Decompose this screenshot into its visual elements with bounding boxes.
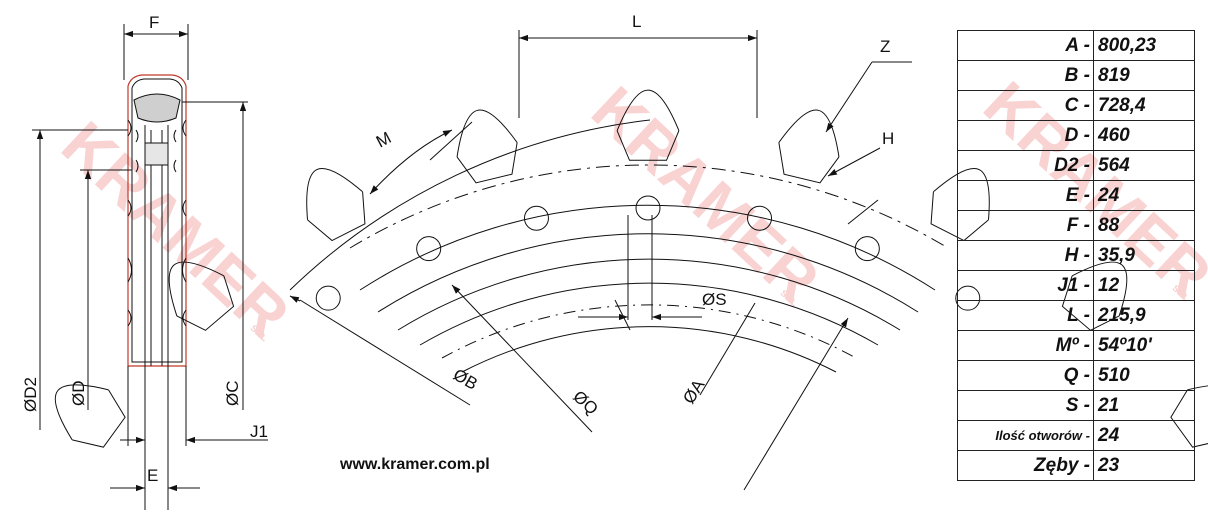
spec-key: A - [957,30,1094,61]
label-A: ØA [679,376,708,407]
spec-row: A -800,23 [957,30,1195,61]
label-B: ØB [450,365,481,394]
spec-row: C -728,4 [957,90,1195,121]
svg-text:KRAMER: KRAMER [578,73,833,317]
spec-key: H - [957,240,1094,271]
label-F: F [149,13,159,32]
label-Z: Z [880,37,890,56]
sprocket-tooth [168,261,225,317]
spec-key: Ilość otworów - [957,420,1094,451]
spec-key: Mº - [957,330,1094,361]
spec-key: Zęby - [957,450,1094,481]
spec-row: E -24 [957,180,1195,211]
spec-value: 460 [1093,120,1195,151]
side-view [32,24,268,510]
sprocket-tooth [778,109,840,158]
label-S: ØS [702,290,727,309]
sprocket-tooth [54,384,109,441]
label-J1: J1 [250,422,268,441]
spec-value: 510 [1093,360,1195,391]
spec-row: Q -510 [957,360,1195,391]
spec-key: Q - [957,360,1094,391]
spec-key: J1 - [957,270,1094,301]
spec-key: B - [957,60,1094,91]
sprocket-tooth [306,168,363,220]
label-D2: ØD2 [21,377,40,412]
spec-value: 23 [1093,450,1195,481]
sprocket-tooth [456,109,518,158]
spec-row: Mº -54º10' [957,330,1195,361]
spec-row: J1 -12 [957,270,1195,301]
bolt-hole [747,205,773,231]
spec-value: 215,9 [1093,300,1195,331]
spec-value: 88 [1093,210,1195,241]
spec-value: 564 [1093,150,1195,181]
spec-key: D2 - [957,150,1094,181]
label-L: L [632,12,641,31]
label-C: ØC [223,381,242,407]
spec-value: 800,23 [1093,30,1195,61]
bolt-hole [635,195,661,221]
sprocket-tooth-root [72,389,126,448]
sprocket-tooth-root [778,142,840,184]
sprocket-tooth-root [456,142,518,184]
spec-row: F -88 [957,210,1195,241]
bolt-hole [854,236,880,262]
spec-key: L - [957,300,1094,331]
spec-row: D -460 [957,120,1195,151]
sprocket-tooth-root [307,191,366,242]
bolt-hole [315,285,341,311]
spec-row: H -35,9 [957,240,1195,271]
spec-key: S - [957,390,1094,421]
website-url: www.kramer.com.pl [340,456,490,473]
sprocket-tooth-root [176,275,235,331]
spec-row: Zęby -23 [957,450,1195,481]
spec-key: C - [957,90,1094,121]
sprocket-tooth-root [616,130,680,161]
label-E: E [147,466,158,485]
spec-value: 54º10' [1093,330,1195,361]
label-H: H [882,129,894,148]
spec-value: 24 [1093,180,1195,211]
spec-value: 819 [1093,60,1195,91]
svg-text:KRAMER: KRAMER [48,108,303,352]
spec-value: 12 [1093,270,1195,301]
spec-row: S -21 [957,390,1195,421]
bolt-hole [523,205,549,231]
spec-row: Ilość otworów -24 [957,420,1195,451]
spec-key: F - [957,210,1094,241]
watermark-center: KRAMER s.a. [578,73,833,317]
watermark-left: KRAMER s.a. [48,108,303,352]
spec-value: 728,4 [1093,90,1195,121]
sprocket-tooth [616,89,680,131]
spec-value: 21 [1093,390,1195,421]
label-D: ØD [69,381,88,407]
bolt-hole [416,236,442,262]
spec-key: D - [957,120,1094,151]
spec-value: 35,9 [1093,240,1195,271]
spec-row: D2 -564 [957,150,1195,181]
spec-row: B -819 [957,60,1195,91]
spec-key: E - [957,180,1094,211]
spec-value: 24 [1093,420,1195,451]
spec-row: L -215,9 [957,300,1195,331]
label-M: M [373,128,394,151]
